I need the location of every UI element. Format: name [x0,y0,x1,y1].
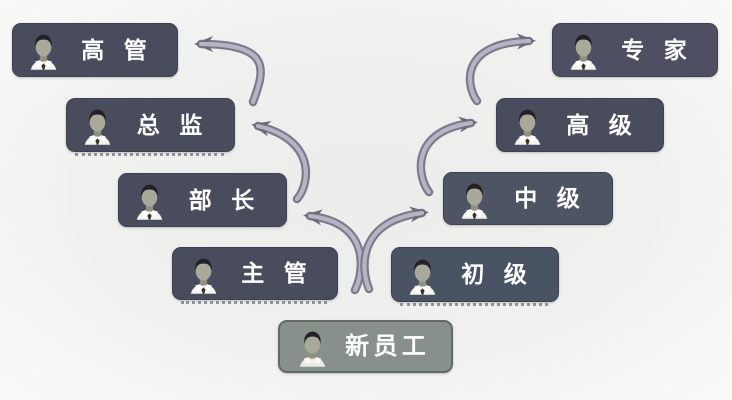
person-avatar-icon [512,108,543,145]
node-intermediate: 中级 [443,172,613,225]
person-avatar-icon [459,182,490,219]
node-label: 专家 [621,36,707,63]
node-expert: 专家 [552,23,718,77]
node-new-employee: 新员工 [278,320,453,373]
node-label: 总监 [136,111,222,138]
node-label: 主管 [241,260,327,286]
person-avatar-icon [82,108,113,145]
person-avatar-icon [407,258,438,295]
arrow-director-to-executive [194,36,265,107]
node-label: 高级 [566,111,652,138]
node-senior: 高级 [496,98,664,152]
person-avatar-icon [134,183,165,220]
node-junior: 初级 [391,247,559,306]
node-label: 部长 [188,186,274,213]
node-supervisor: 主管 [172,247,338,304]
node-department-head: 部长 [118,173,287,227]
node-label: 高管 [81,36,167,63]
person-avatar-icon [188,257,219,294]
node-director: 总监 [66,98,235,156]
arrow-senior-to-expert [465,33,536,106]
node-label: 新员工 [345,332,431,360]
person-avatar-icon [568,33,599,70]
node-label: 初级 [461,261,547,287]
person-avatar-icon [297,330,328,367]
node-executive: 高管 [12,23,178,77]
person-avatar-icon [28,33,59,70]
node-label: 中级 [514,185,600,211]
